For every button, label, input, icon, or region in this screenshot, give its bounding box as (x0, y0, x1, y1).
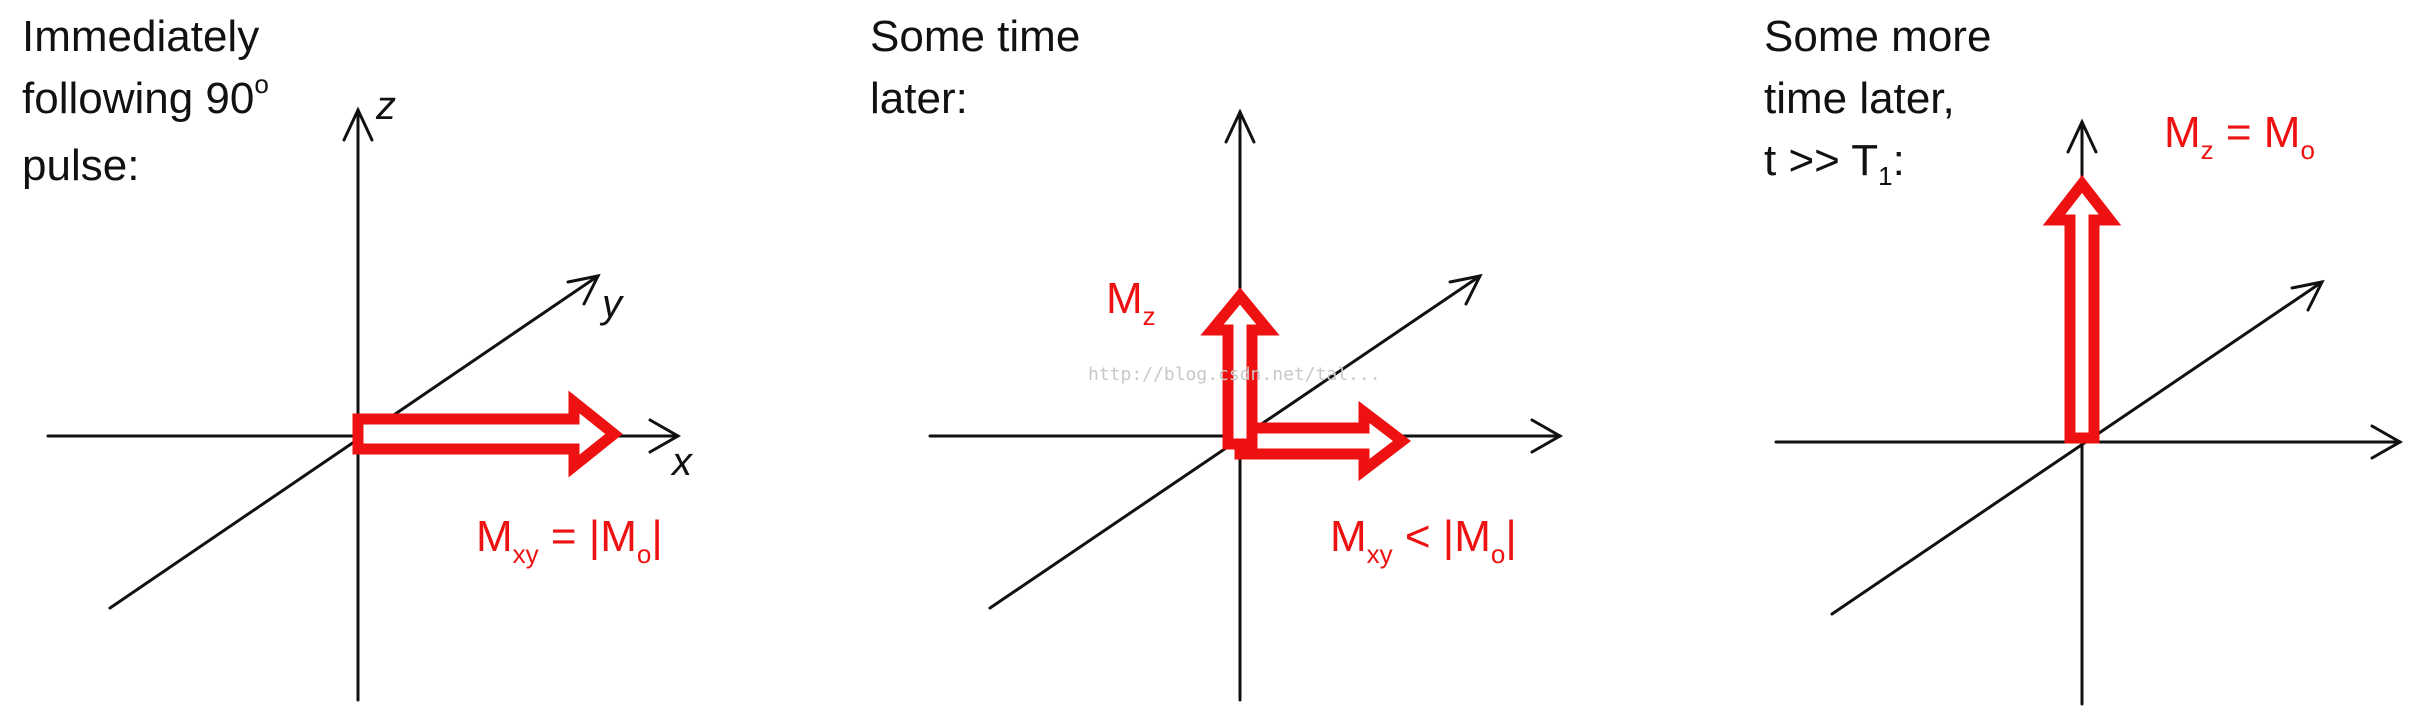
panel-1-title: Immediately following 90o pulse: (22, 6, 269, 197)
panel-1-mxy-label: Mxy = |Mo| (476, 512, 663, 569)
panel-1-z-label: z (376, 84, 396, 128)
panel-1-title-line-2: following 90o (22, 69, 269, 123)
panel-3: Some more time later, t >> T1: Mz = Mo (1620, 0, 2414, 722)
panel-2-title: Some time later: (870, 6, 1080, 130)
panel-3-x-arrowhead (2370, 424, 2404, 460)
panel-1-title-line-3: pulse: (22, 141, 140, 190)
panel-2-axes (928, 108, 1564, 702)
panel-2-z-arrowhead (1224, 108, 1256, 144)
panel-1-z-arrowhead (342, 106, 374, 142)
panel-3-title: Some more time later, t >> T1: (1764, 6, 1991, 197)
panel-2-mxy-vector (1234, 400, 1412, 482)
panel-2-title-line-2: later: (870, 74, 968, 123)
panel-2: Some time later: http://blog.csdn.net/ta… (820, 0, 1620, 722)
panel-1-x-label: x (672, 440, 692, 484)
panel-1-axes (46, 106, 682, 702)
panel-3-mz-label: Mz = Mo (2164, 108, 2315, 165)
panel-2-watermark: http://blog.csdn.net/tal... (1088, 364, 1381, 385)
panel-3-mz-vector (2042, 175, 2122, 444)
panel-3-title-line-3: t >> T1: (1764, 136, 1905, 191)
panel-3-y-arrowhead (2290, 279, 2325, 312)
panel-2-mz-label: Mz (1106, 274, 1156, 331)
panel-1-mxy-vector (352, 390, 623, 478)
panel-2-mxy-label: Mxy < |Mo| (1330, 512, 1517, 569)
panel-1-title-line-1: Immediately (22, 12, 260, 61)
panel-2-y-arrowhead (1448, 273, 1483, 306)
panel-1-y-arrowhead (566, 273, 601, 306)
panel-3-axes (1774, 118, 2404, 706)
panel-1: Immediately following 90o pulse: z y x M… (0, 0, 820, 722)
panel-1-x-arrowhead (648, 418, 682, 454)
panel-3-y-axis (1830, 280, 2324, 616)
panel-2-mz-vector (1200, 287, 1280, 450)
panel-3-title-line-1: Some more (1764, 12, 1992, 61)
panel-3-title-line-2: time later, (1764, 74, 1955, 123)
panel-3-z-arrowhead (2066, 118, 2098, 154)
panel-2-x-arrowhead (1530, 418, 1564, 454)
panel-1-y-label: y (602, 282, 622, 326)
panel-2-title-line-1: Some time (870, 12, 1081, 61)
